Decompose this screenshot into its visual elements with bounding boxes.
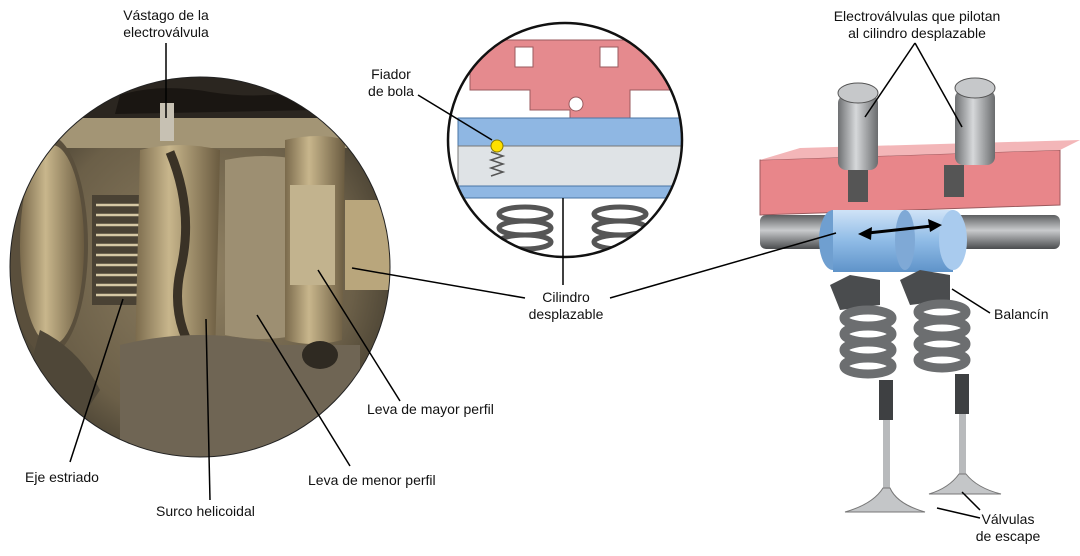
valvetrain-render — [759, 77, 1080, 513]
label-fiador: Fiador de bola — [368, 66, 414, 99]
label-electrovalvulas: Electroválvulas que pilotan al cilindro … — [833, 8, 1001, 41]
camshaft-photo — [10, 77, 390, 457]
detail-view — [448, 23, 682, 257]
label-eje-estriado: Eje estriado — [25, 469, 99, 485]
label-vastago: Vástago de la electroválvula — [123, 7, 209, 40]
label-leva-menor: Leva de menor perfil — [308, 472, 436, 488]
label-leva-mayor: Leva de mayor perfil — [367, 401, 494, 417]
photo-border — [9, 76, 391, 458]
solenoid-right — [944, 77, 996, 197]
label-cilindro: Cilindro desplazable — [528, 289, 604, 322]
label-valvulas-escape: Válvulas de escape — [975, 511, 1041, 544]
detail-border — [446, 21, 684, 259]
label-balancin: Balancín — [994, 306, 1049, 322]
leader-lines — [69, 42, 991, 519]
double-arrow-icon — [858, 219, 942, 240]
label-surco-helicoidal: Surco helicoidal — [156, 503, 255, 519]
